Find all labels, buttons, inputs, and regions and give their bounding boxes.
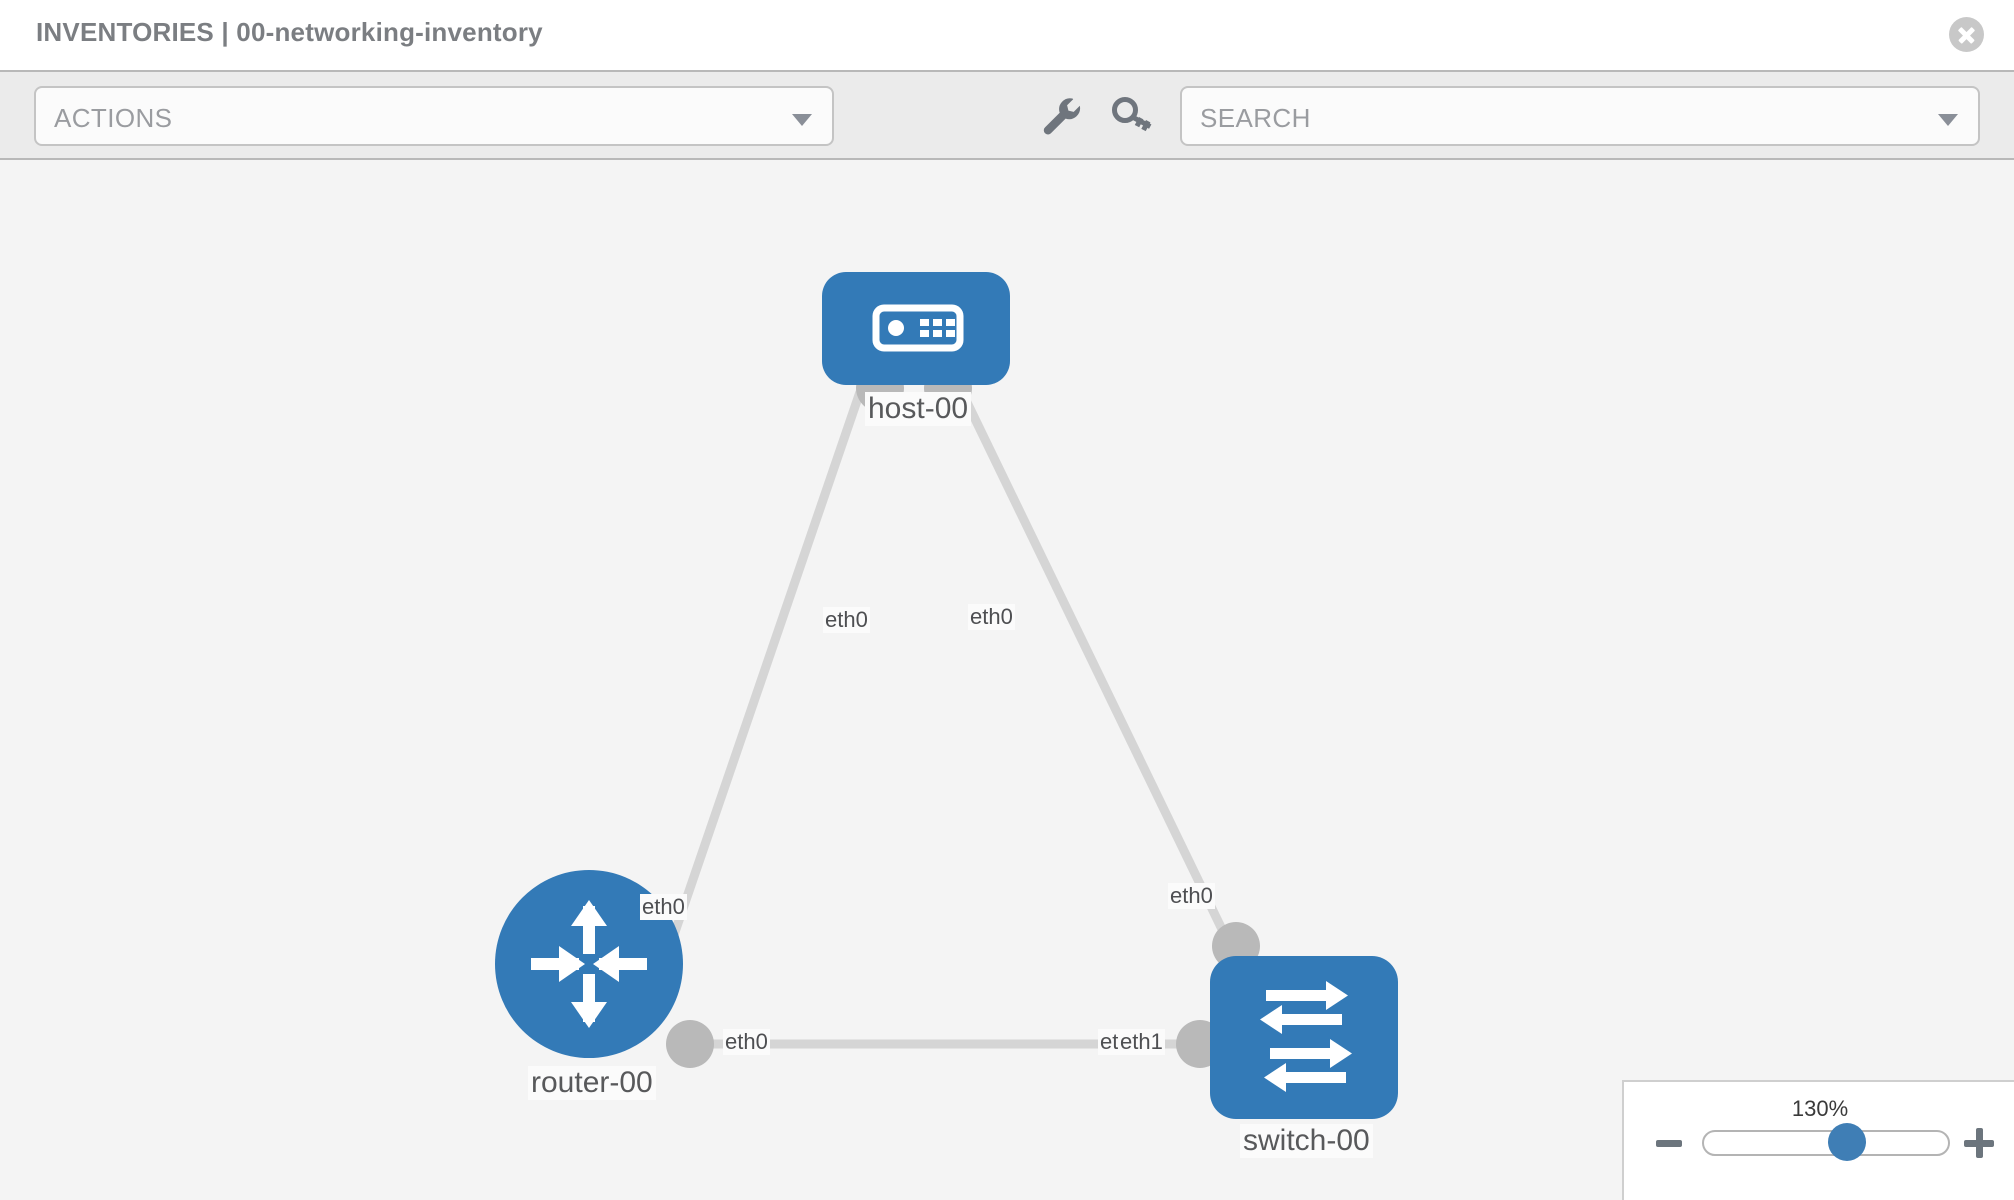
wrench-icon[interactable] <box>1038 92 1086 140</box>
zoom-level-value: 130% <box>1791 1096 1849 1121</box>
connector-router00-right[interactable] <box>666 1020 714 1068</box>
switch-node-shape <box>1210 956 1398 1119</box>
chevron-down-icon <box>792 114 812 126</box>
link-host00-switch00[interactable] <box>957 390 1237 952</box>
toolbar: ACTIONS SEARCH <box>0 70 2014 160</box>
node-label-switch-00: switch-00 <box>1240 1124 1373 1158</box>
iface-label-switch00-left: eth1 <box>1118 1029 1165 1055</box>
key-icon[interactable] <box>1108 92 1156 140</box>
zoom-slider-track[interactable] <box>1702 1130 1950 1156</box>
plus-icon[interactable] <box>1964 1128 1994 1158</box>
zoom-slider-thumb[interactable] <box>1828 1123 1866 1161</box>
zoom-control-panel: 130% <box>1622 1080 2014 1200</box>
page-title: INVENTORIES | 00-networking-inventory <box>36 17 543 47</box>
actions-dropdown[interactable]: ACTIONS <box>34 86 834 146</box>
switch-arrows-icon <box>1260 981 1352 1092</box>
node-label-host-00: host-00 <box>865 392 972 426</box>
topology-canvas[interactable]: host-00 router-00 <box>0 160 2014 1200</box>
router-arrows-icon <box>531 900 647 1028</box>
minus-icon[interactable] <box>1656 1140 1682 1147</box>
actions-dropdown-label: ACTIONS <box>54 103 173 133</box>
iface-label-router00-right: eth0 <box>723 1029 770 1055</box>
node-label-router-00: router-00 <box>528 1066 656 1100</box>
host-node-shape <box>822 272 1010 385</box>
connector-endpoints <box>666 364 1260 1068</box>
search-input[interactable]: SEARCH <box>1180 86 1980 146</box>
search-input-placeholder: SEARCH <box>1200 103 1311 133</box>
app-header: INVENTORIES | 00-networking-inventory <box>0 0 2014 70</box>
server-icon <box>872 304 964 352</box>
iface-label-host00-right: eth0 <box>968 604 1015 630</box>
iface-label-host00-left: eth0 <box>823 607 870 633</box>
iface-label-router00-up: eth0 <box>640 894 687 920</box>
close-icon[interactable] <box>1949 17 1984 52</box>
search-chevron-down-icon[interactable] <box>1938 114 1958 126</box>
plus-icon-vertical <box>1975 1128 1983 1158</box>
iface-label-switch00-up: eth0 <box>1168 883 1215 909</box>
